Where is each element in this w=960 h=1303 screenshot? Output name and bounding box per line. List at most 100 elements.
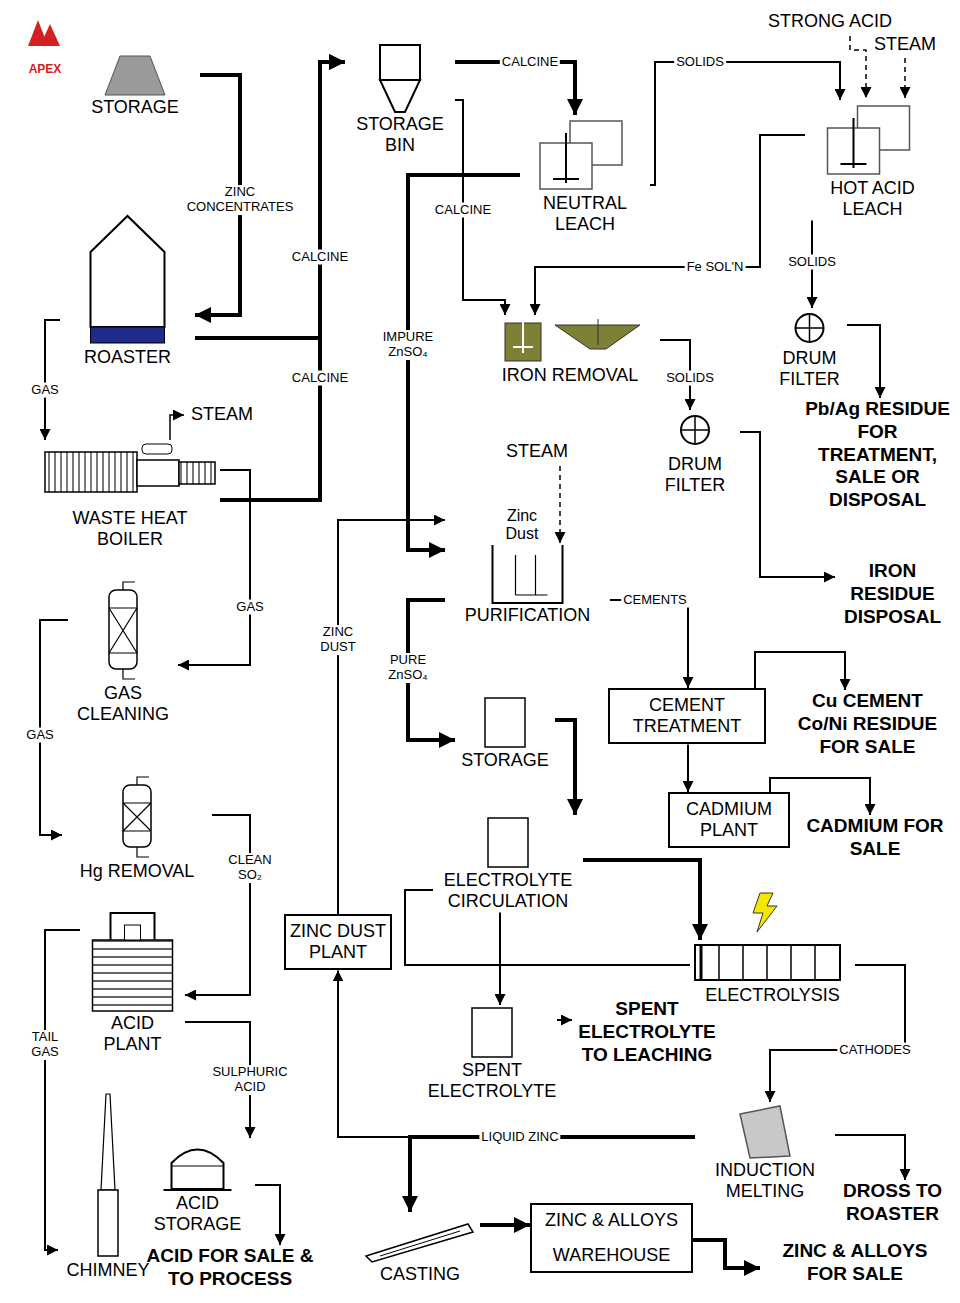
- drawing-part: [98, 1190, 118, 1256]
- product-node: CADMIUM FOR SALE: [805, 815, 945, 861]
- drawing-part: [164, 1189, 232, 1191]
- stream-label: Zinc Dust: [500, 507, 545, 542]
- stream-label: CALCINE: [433, 203, 493, 218]
- drawing-part: [700, 945, 703, 980]
- drawing-part: [101, 1094, 115, 1190]
- drawing-part: [137, 777, 149, 857]
- node-label: DRUM FILTER: [650, 454, 740, 496]
- drawing-part: [766, 945, 768, 980]
- node-label: ELECTROLYTE CIRCULATION: [433, 870, 583, 912]
- stream-label: SOLIDS: [786, 255, 838, 270]
- drawing-part: [45, 452, 137, 492]
- product-node: ZINC & ALLOYS FOR SALE: [760, 1240, 950, 1286]
- stream-label: Fe SOL'N: [685, 260, 746, 275]
- equipment-node: CHIMNEY: [58, 1090, 158, 1281]
- drawing-part: [814, 945, 816, 980]
- stream-label: GAS: [24, 728, 55, 743]
- product-node: Cu CEMENT Co/Ni RESIDUE FOR SALE: [785, 690, 950, 758]
- flow-line: [847, 325, 880, 398]
- node-label: DRUM FILTER: [772, 348, 847, 390]
- lightning-symbol: [753, 893, 777, 932]
- stream-label: STRONG ACID: [768, 12, 892, 32]
- drawing-part: [380, 80, 420, 112]
- logo-mark: [40, 24, 60, 46]
- flow-line: [410, 1137, 695, 1212]
- process-box: CEMENT TREATMENT: [608, 688, 766, 744]
- flow-line: [610, 600, 688, 688]
- node-label: SPENT ELECTROLYTE TO LEACHING: [572, 998, 722, 1066]
- equipment-node: SPENT ELECTROLYTE: [427, 1005, 557, 1102]
- drawing-part: [742, 945, 744, 980]
- equipment-node: HOT ACID LEACH: [805, 100, 940, 220]
- flow-line: [408, 175, 520, 550]
- steam-arrow: [559, 466, 561, 543]
- drawing-part: [109, 590, 137, 669]
- product-node: SPENT ELECTROLYTE TO LEACHING: [572, 998, 722, 1066]
- process-box: CADMIUM PLANT: [668, 792, 790, 848]
- equipment-node: STORAGE BIN: [345, 42, 455, 156]
- product-node: DROSS TO ROASTER: [835, 1180, 950, 1226]
- drawing-part: [366, 1224, 473, 1262]
- equipment-node: ACID STORAGE: [140, 1138, 255, 1235]
- stream-label: STEAM: [874, 35, 936, 55]
- drawing-part: [516, 555, 548, 595]
- stream-label: TAIL GAS: [23, 1030, 67, 1060]
- node-label: DROSS TO ROASTER: [835, 1180, 950, 1226]
- drawing-part: [841, 163, 867, 165]
- drawing-part: [109, 608, 137, 653]
- flow-line: [185, 815, 250, 995]
- equipment-node: IRON REMOVAL: [480, 315, 660, 386]
- equipment-node: ELECTROLYSIS: [690, 940, 855, 1006]
- flow-line: [338, 520, 445, 914]
- stream-label: IMPURE ZnSO₄: [376, 330, 440, 360]
- drawing-part: [513, 346, 533, 348]
- equipment-node: NEUTRAL LEACH: [520, 115, 650, 235]
- stream-label: CATHODES: [837, 1043, 912, 1058]
- equipment-icon: [80, 905, 185, 1013]
- node-label: IRON REMOVAL: [480, 365, 660, 386]
- drawing-part: [565, 133, 567, 183]
- equipment-node: WASTE HEAT BOILER: [40, 440, 220, 550]
- drawing-part: [598, 319, 599, 345]
- equipment-node: ROASTER: [60, 212, 195, 368]
- node-label: ACID STORAGE: [140, 1193, 255, 1235]
- drawing-part: [142, 444, 172, 454]
- drawing-part: [380, 1231, 460, 1256]
- stream-label: PURE ZnSO₄: [376, 653, 440, 683]
- flow-line: [178, 470, 250, 665]
- product-node: IRON RESIDUE DISPOSAL: [835, 560, 950, 628]
- node-label: CADMIUM FOR SALE: [805, 815, 945, 861]
- stream-label: GAS: [234, 600, 265, 615]
- equipment-icon: [433, 815, 583, 870]
- equipment-icon: [690, 940, 855, 985]
- stream-label: STEAM: [191, 405, 253, 425]
- node-label: ROASTER: [60, 347, 195, 368]
- drawing-part: [485, 698, 525, 747]
- drawing-part: [172, 1166, 224, 1167]
- drawing-part: [488, 818, 528, 867]
- flow-line: [45, 930, 80, 1250]
- drawing-part: [105, 56, 165, 95]
- stream-label: CLEAN SO₂: [223, 853, 277, 883]
- node-label: WAREHOUSE: [536, 1245, 687, 1266]
- flow-line: [557, 1019, 572, 1021]
- node-label: ELECTROLYSIS: [690, 985, 855, 1006]
- node-label: Cu CEMENT Co/Ni RESIDUE FOR SALE: [785, 690, 950, 758]
- equipment-icon: [62, 773, 212, 861]
- node-label: ACID PLANT: [80, 1013, 185, 1055]
- node-label: GAS CLEANING: [68, 683, 178, 725]
- flow-line: [755, 652, 845, 690]
- drawing-part: [740, 1106, 790, 1158]
- drawing-part: [380, 45, 420, 80]
- equipment-icon: [70, 52, 200, 97]
- drawing-part: [553, 178, 579, 180]
- flow-line: [555, 720, 575, 815]
- flow-line: [455, 62, 575, 115]
- equipment-icon: [695, 1102, 835, 1160]
- equipment-icon: [480, 315, 660, 365]
- drawing-part: [718, 945, 720, 980]
- equipment-icon: [345, 42, 455, 114]
- node-label: CEMENT TREATMENT: [614, 695, 760, 737]
- flow-line: [835, 1135, 905, 1180]
